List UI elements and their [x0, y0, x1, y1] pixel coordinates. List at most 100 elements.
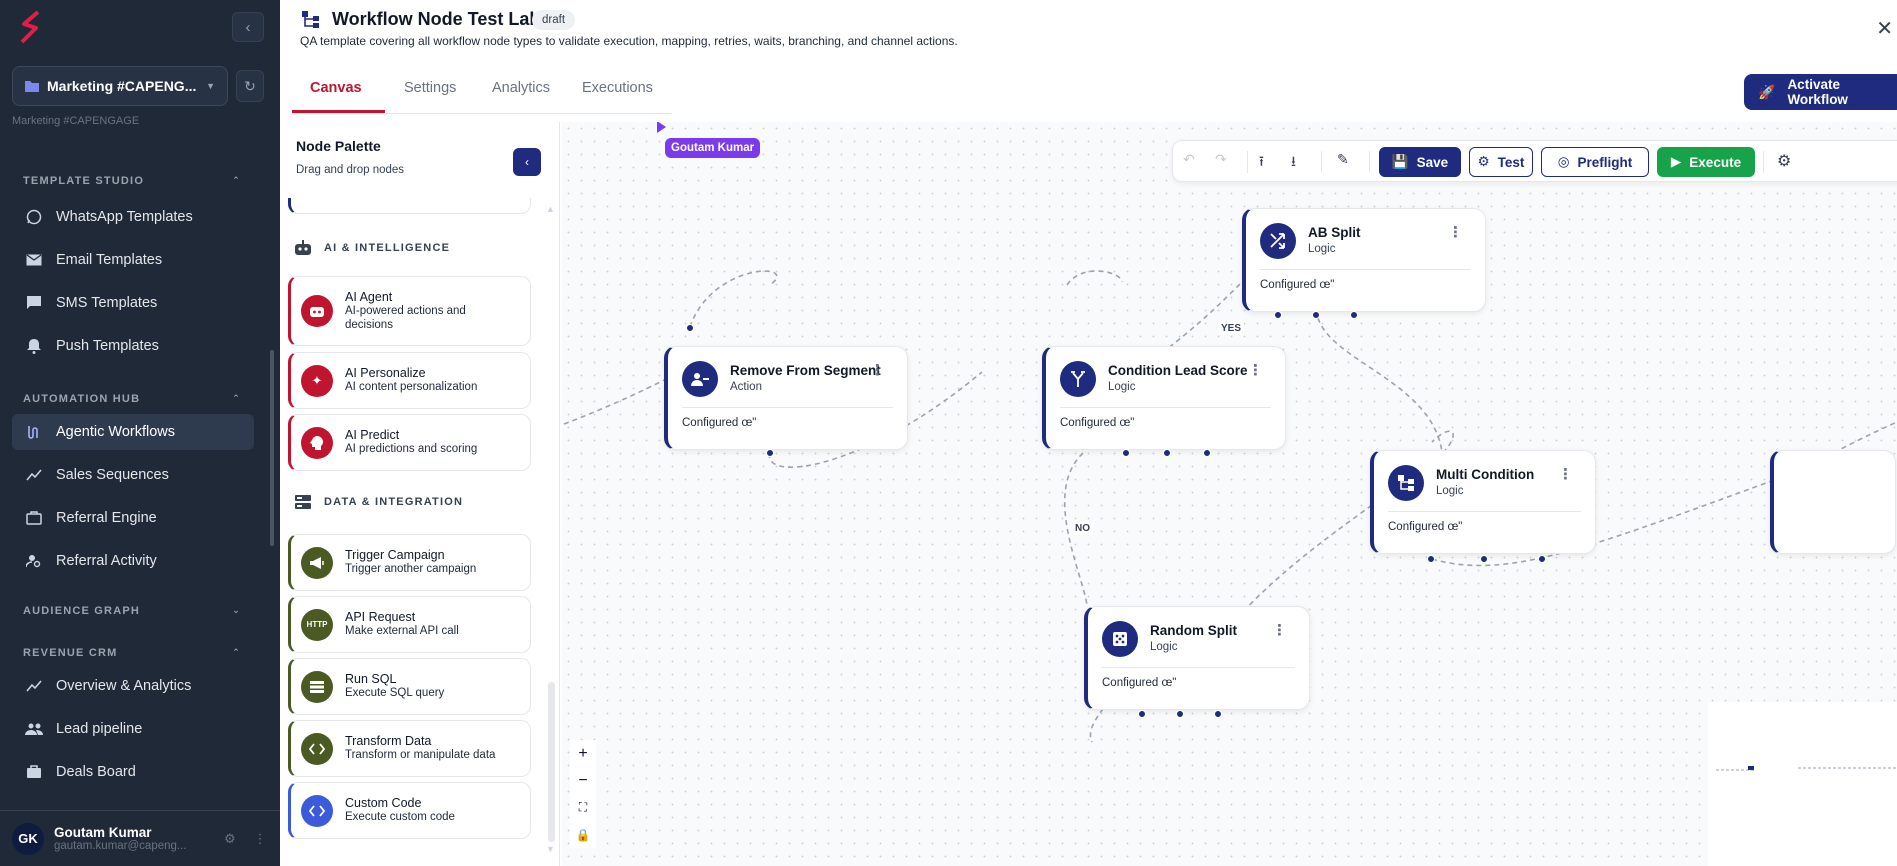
tab-settings[interactable]: Settings [404, 80, 457, 96]
sidebar-item-agentic-workflows[interactable]: Agentic Workflows [12, 414, 254, 450]
palette-node-partial[interactable] [288, 198, 531, 214]
node-output-handle[interactable] [766, 449, 774, 457]
sidebar-item-lead-pipeline[interactable]: Lead pipeline [12, 711, 254, 747]
node-output-handle[interactable] [1427, 555, 1435, 563]
sidebar-collapse-button[interactable]: ‹ [232, 12, 264, 42]
sidebar-item-sales-sequences[interactable]: Sales Sequences [12, 457, 254, 493]
tab-canvas[interactable]: Canvas [310, 80, 362, 96]
execute-button[interactable]: ▶Execute [1657, 147, 1755, 177]
node-output-handle[interactable] [1312, 311, 1320, 319]
section-revenue-crm[interactable]: REVENUE CRM⌃ [23, 647, 241, 659]
node-output-handle[interactable] [1480, 555, 1488, 563]
tab-analytics[interactable]: Analytics [492, 80, 551, 96]
more-vertical-icon[interactable]: ⋮ [1558, 466, 1573, 483]
node-output-handle[interactable] [1214, 710, 1222, 718]
zoom-out-button[interactable]: − [570, 767, 596, 794]
minimap[interactable] [1708, 702, 1897, 866]
palette-collapse-button[interactable]: ‹ [513, 148, 541, 176]
node-condition-lead-score[interactable]: Condition Lead Score Logic ⋮ Configured … [1042, 346, 1286, 450]
upload-icon[interactable]: ⭱ [1259, 153, 1264, 169]
sidebar-item-whatsapp-templates[interactable]: WhatsApp Templates [12, 199, 254, 235]
workspace-refresh-button[interactable]: ↻ [236, 70, 264, 102]
undo-icon[interactable]: ↶ [1183, 151, 1195, 167]
palette-node-desc: Make external API call [345, 625, 459, 638]
node-remove-from-segment[interactable]: Remove From Segment Action ⋮ Configured … [664, 346, 908, 450]
node-output-handle[interactable] [1350, 311, 1358, 319]
magic-wand-icon[interactable]: ✎ [1337, 151, 1349, 167]
tab-executions[interactable]: Executions [582, 80, 653, 96]
sidebar-item-email-templates[interactable]: Email Templates [12, 242, 254, 278]
node-random-split[interactable]: Random Split Logic ⋮ Configured œ" [1084, 606, 1310, 710]
test-button[interactable]: ⚙Test [1469, 147, 1533, 177]
zoom-in-button[interactable]: + [570, 740, 596, 767]
node-multi-condition[interactable]: Multi Condition Logic ⋮ Configured œ" [1370, 450, 1596, 554]
sidebar-scrollbar[interactable] [270, 350, 274, 546]
node-output-handle[interactable] [1122, 449, 1130, 457]
gear-icon[interactable]: ⚙ [1777, 153, 1792, 170]
sidebar-item-referral-activity[interactable]: Referral Activity [12, 543, 254, 579]
preflight-button[interactable]: ◎Preflight [1541, 147, 1649, 177]
workflow-canvas[interactable]: Goutam Kumar ↶ ↷ ⭱ ⭳ ✎ 💾Save ⚙Test ◎Pref… [562, 122, 1897, 866]
sidebar-item-overview-analytics[interactable]: Overview & Analytics [12, 668, 254, 704]
palette-node-desc: AI content personalization [345, 381, 478, 394]
sidebar-item-label: Referral Engine [56, 510, 157, 526]
node-output-handle[interactable] [1274, 311, 1282, 319]
node-output-handle[interactable] [1176, 710, 1184, 718]
redo-icon[interactable]: ↷ [1215, 151, 1227, 167]
more-vertical-icon[interactable]: ⋮ [253, 830, 267, 846]
section-audience-graph[interactable]: AUDIENCE GRAPH⌄ [23, 605, 241, 617]
section-automation-hub[interactable]: AUTOMATION HUB⌃ [23, 393, 241, 405]
more-vertical-icon[interactable]: ⋮ [1448, 224, 1463, 241]
palette-node-desc: Transform or manipulate data [345, 749, 496, 762]
scroll-down-icon[interactable]: ▼ [546, 844, 555, 854]
more-vertical-icon[interactable]: ⋮ [870, 362, 885, 379]
node-output-handle[interactable] [1538, 555, 1546, 563]
lock-icon[interactable]: 🔒 [570, 821, 596, 848]
section-template-studio[interactable]: TEMPLATE STUDIO⌃ [23, 175, 241, 187]
node-output-handle[interactable] [1203, 449, 1211, 457]
sidebar-item-referral-engine[interactable]: Referral Engine [12, 500, 254, 536]
palette-node-desc: AI predictions and scoring [345, 443, 478, 456]
sidebar-item-sms-templates[interactable]: SMS Templates [12, 285, 254, 321]
toolbar-divider [1369, 151, 1370, 173]
sidebar-nav[interactable]: TEMPLATE STUDIO⌃ WhatsApp Templates Emai… [0, 140, 268, 808]
preflight-label: Preflight [1577, 154, 1633, 170]
palette-subtitle: Drag and drop nodes [296, 164, 405, 176]
palette-scroll-thumb[interactable] [548, 682, 555, 842]
palette-scrollbar[interactable]: ▲ ▼ [546, 204, 556, 858]
node-output-handle[interactable] [1163, 449, 1171, 457]
fit-view-button[interactable]: ⛶ [570, 794, 596, 821]
close-icon[interactable]: ✕ [1876, 18, 1893, 40]
edge-layer [563, 144, 1897, 743]
execute-label: Execute [1689, 154, 1742, 170]
workspace-select[interactable]: Marketing #CAPENG... ▼ [12, 66, 228, 106]
palette-node-desc: Trigger another campaign [345, 563, 477, 576]
download-icon[interactable]: ⭳ [1291, 153, 1296, 169]
scroll-up-icon[interactable]: ▲ [546, 204, 555, 214]
save-button[interactable]: 💾Save [1379, 147, 1461, 177]
node-output-handle[interactable] [1138, 710, 1146, 718]
more-vertical-icon[interactable]: ⋮ [1248, 362, 1263, 379]
settings-icon[interactable]: ⚙ [224, 830, 236, 846]
node-kind: Logic [1108, 381, 1136, 393]
user-profile[interactable]: GK Goutam Kumar gautam.kumar@capeng... ⚙… [0, 810, 280, 866]
activate-workflow-button[interactable]: 🚀 Activate Workflow [1744, 74, 1897, 110]
minimap-view [1716, 766, 1897, 771]
sidebar: ‹ Marketing #CAPENG... ▼ ↻ Marketing #CA… [0, 0, 280, 866]
node-kind: Logic [1436, 485, 1464, 497]
sidebar-item-push-templates[interactable]: Push Templates [12, 328, 254, 364]
more-vertical-icon[interactable]: ⋮ [1272, 622, 1287, 639]
brand-logo-icon[interactable] [18, 10, 44, 44]
node-ab-split[interactable]: AB Split Logic ⋮ Configured œ" [1242, 208, 1486, 312]
node-input-handle[interactable] [686, 324, 694, 332]
sidebar-item-deals-board[interactable]: Deals Board [12, 754, 254, 790]
